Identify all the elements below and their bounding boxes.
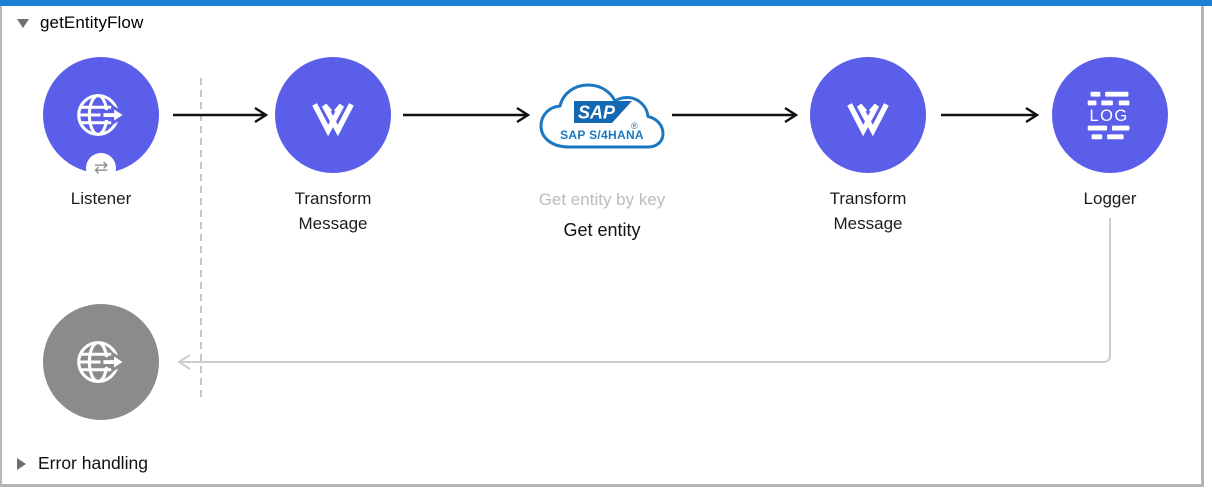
log-lines-icon: LOG <box>1087 91 1130 140</box>
node-transform-message-1[interactable]: Transform Message <box>253 57 413 236</box>
response-return-connector <box>177 218 1111 370</box>
log-icon-text: LOG <box>1089 107 1128 125</box>
selection-highlight-bar <box>0 0 1212 6</box>
sap-logo-text: SAP <box>578 103 616 123</box>
dataweave-icon <box>847 103 889 137</box>
sap-logo: SAP ® <box>574 101 638 131</box>
error-handling-section[interactable]: Error handling <box>17 453 148 474</box>
node-label: Transform Message <box>294 189 372 233</box>
flow-arrow-listener-to-transform1 <box>173 106 269 124</box>
node-label: Logger <box>1083 189 1137 208</box>
sap-product-text: SAP S/4HANA <box>560 128 644 142</box>
transform-message-icon[interactable] <box>810 57 926 173</box>
node-listener[interactable]: ⇄ Listener <box>21 57 181 211</box>
registered-mark: ® <box>631 121 638 131</box>
globe-arrow-icon <box>77 94 128 136</box>
node-label: Transform Message <box>829 189 907 233</box>
operation-type-label: Get entity by key <box>538 190 666 209</box>
flow-header[interactable]: getEntityFlow <box>17 13 143 33</box>
flow-arrow-transform1-to-sap <box>403 106 531 124</box>
dataweave-icon <box>312 103 354 137</box>
response-endpoint-icon[interactable] <box>43 304 159 420</box>
error-handling-title: Error handling <box>38 453 148 473</box>
node-label: Get entity <box>563 220 641 240</box>
flow-title[interactable]: getEntityFlow <box>40 13 144 32</box>
expand-error-handling-icon[interactable] <box>17 457 26 470</box>
node-response-endpoint[interactable] <box>21 304 181 420</box>
listener-icon[interactable]: ⇄ <box>43 57 159 183</box>
node-transform-message-2[interactable]: Transform Message <box>788 57 948 236</box>
flow-arrow-transform2-to-logger <box>941 106 1040 124</box>
node-sap-get-entity[interactable]: SAP ® SAP S/4HANA Get entity by key Get … <box>522 57 682 242</box>
collapse-flow-icon[interactable] <box>17 18 29 28</box>
globe-arrow-icon <box>77 341 128 383</box>
node-label: Listener <box>70 189 132 208</box>
transform-message-icon[interactable] <box>275 57 391 173</box>
sap-s4hana-cloud-icon[interactable]: SAP ® SAP S/4HANA <box>536 78 668 154</box>
flow-arrow-sap-to-transform2 <box>672 106 799 124</box>
node-logger[interactable]: LOG Logger <box>1030 57 1190 211</box>
message-exchange-badge: ⇄ <box>86 153 116 183</box>
logger-icon[interactable]: LOG <box>1052 57 1168 173</box>
exchange-arrows-icon: ⇄ <box>93 157 109 178</box>
